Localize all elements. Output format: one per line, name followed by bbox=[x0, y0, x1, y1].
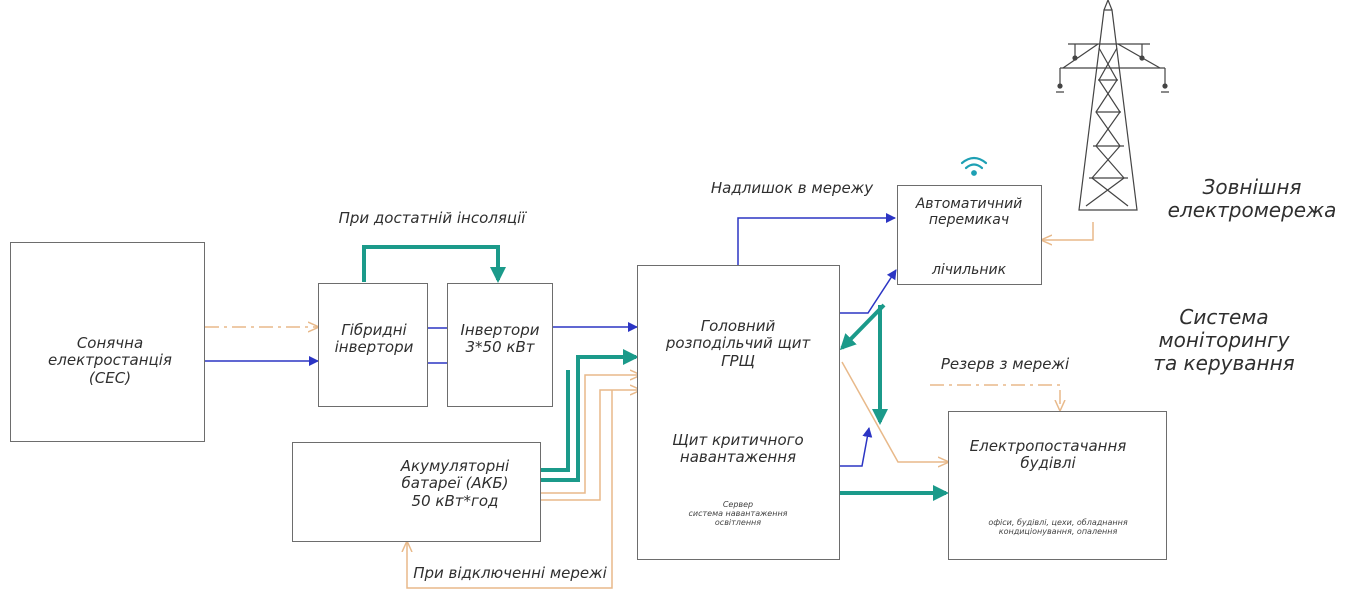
building-supply-line2: будівлі bbox=[1020, 454, 1076, 473]
monitoring-line1: Система bbox=[1179, 305, 1269, 329]
critical-load-line2: навантаження bbox=[679, 448, 797, 467]
external-grid-line1: Зовнішня bbox=[1202, 175, 1302, 199]
signal-grid-to-switch bbox=[1042, 222, 1094, 240]
building-supply-note: офіси, будівлі, цехи, обладнання кондиці… bbox=[988, 518, 1127, 536]
solar-plant-line1: Сонячна bbox=[76, 334, 144, 352]
signal-main-to-building bbox=[841, 361, 948, 462]
sufficient-insolation-label: При достатній інсоляції bbox=[338, 209, 526, 227]
main-panel-title: Головний розподільчий щит ГРЩ bbox=[665, 317, 811, 370]
critical-note-line3: освітлення bbox=[714, 518, 762, 528]
external-grid-line2: електромережа bbox=[1167, 198, 1337, 222]
control-switch-to-main bbox=[839, 303, 886, 351]
batteries-label: Акумуляторні батареї (АКБ) 50 кВт*год bbox=[400, 457, 510, 510]
signal-reserve bbox=[930, 384, 1060, 410]
batteries-line3: 50 кВт*год bbox=[411, 491, 499, 510]
main-panel-line2: розподільчий щит bbox=[665, 334, 811, 353]
building-note-line2: кондиціонування, опалення bbox=[998, 527, 1118, 537]
control-insolation-loop bbox=[362, 245, 506, 283]
line-critical-to-up bbox=[840, 427, 873, 467]
main-panel-line3: ГРЩ bbox=[721, 351, 755, 370]
main-panel-box bbox=[637, 265, 840, 560]
auto-switch-box bbox=[897, 185, 1042, 285]
auto-switch-line1: Автоматичний bbox=[915, 196, 1023, 212]
hybrid-inverters-label: Гібридні інвертори bbox=[334, 321, 414, 357]
power-lines bbox=[205, 213, 897, 467]
grid-disconnected-label: При відключенні мережі bbox=[413, 564, 607, 582]
inverters-line2: 3*50 кВт bbox=[465, 338, 535, 357]
external-grid-label: Зовнішня електромережа bbox=[1168, 176, 1337, 222]
critical-note-line2: система навантаження bbox=[688, 509, 788, 519]
inverters-box bbox=[447, 283, 553, 407]
line-surplus-to-grid bbox=[737, 213, 896, 265]
building-supply-box bbox=[948, 411, 1167, 560]
auto-switch-line2: перемикач bbox=[928, 212, 1010, 229]
line-main-to-switch bbox=[840, 269, 897, 314]
building-supply-line1: Електропостачання bbox=[969, 437, 1127, 455]
monitoring-line2: моніторингу bbox=[1158, 328, 1290, 352]
solar-plant-line2: електростанція bbox=[48, 351, 172, 370]
control-batt-to-main-upper bbox=[541, 349, 639, 482]
building-note-line1: офіси, будівлі, цехи, обладнання bbox=[988, 518, 1128, 527]
critical-load-label: Щит критичного навантаження bbox=[672, 431, 804, 467]
surplus-to-grid-label: Надлишок в мережу bbox=[710, 179, 874, 197]
signal-grid-disconnected bbox=[407, 390, 613, 589]
grid-reserve-label: Резерв з мережі bbox=[940, 355, 1070, 373]
solar-plant-box bbox=[10, 242, 205, 442]
control-batt-to-main-lower bbox=[541, 370, 570, 472]
control-lines bbox=[362, 245, 949, 501]
critical-note-line1: Сервер bbox=[722, 500, 754, 509]
wifi-icon bbox=[960, 156, 988, 176]
building-supply-label: Електропостачання будівлі bbox=[969, 437, 1127, 473]
hybrid-inverters-line2: інвертори bbox=[334, 338, 414, 357]
power-pylon-icon bbox=[1056, 0, 1169, 211]
signal-batt-to-main-2 bbox=[541, 390, 640, 501]
meter-label: лічильник bbox=[931, 262, 1007, 278]
batteries-line1: Акумуляторні bbox=[400, 457, 510, 475]
hybrid-inverters-box bbox=[318, 283, 428, 407]
solar-plant-line3: (СЕС) bbox=[88, 368, 132, 387]
hybrid-inverters-line1: Гібридні bbox=[341, 321, 407, 339]
auto-switch-label: Автоматичний перемикач bbox=[916, 196, 1023, 228]
main-panel-line1: Головний bbox=[700, 317, 776, 335]
signal-lines bbox=[205, 222, 1094, 589]
solar-plant-label: Сонячна електростанція (СЕС) bbox=[48, 334, 172, 387]
batteries-box bbox=[292, 442, 541, 542]
critical-load-note: Сервер система навантаження освітлення bbox=[688, 500, 787, 528]
batteries-line2: батареї (АКБ) bbox=[401, 474, 509, 493]
inverters-label: Інвертори 3*50 кВт bbox=[460, 321, 540, 357]
inverters-line1: Інвертори bbox=[460, 321, 540, 339]
signal-batt-to-main-1 bbox=[541, 375, 640, 494]
monitoring-line3: та керування bbox=[1153, 351, 1295, 375]
critical-load-line1: Щит критичного bbox=[672, 431, 804, 449]
monitoring-system-label: Система моніторингу та керування bbox=[1153, 306, 1294, 375]
